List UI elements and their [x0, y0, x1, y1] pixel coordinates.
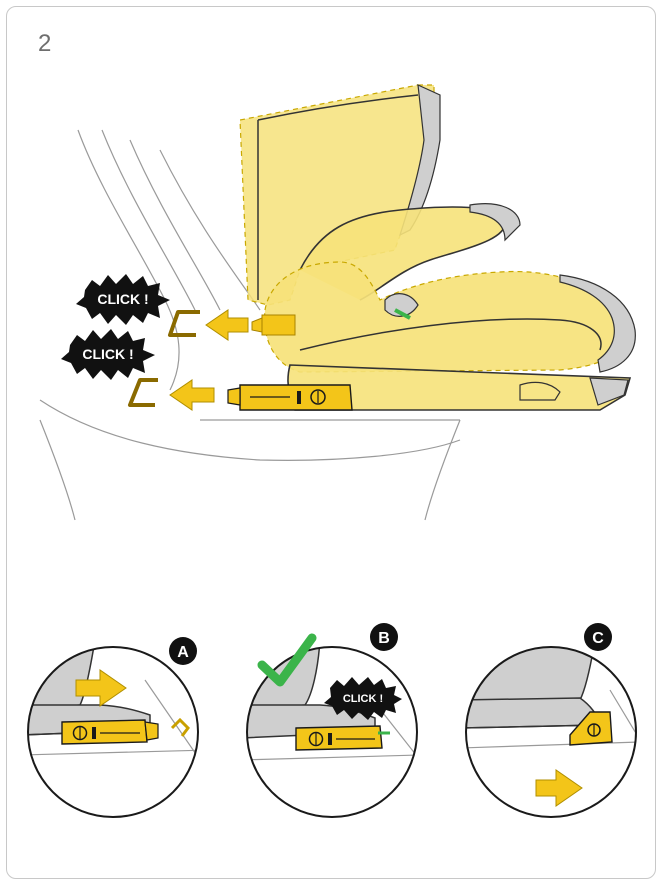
- arrow-left-icon: [169, 379, 215, 411]
- anchor-bar-icon: [168, 310, 200, 337]
- click-label: CLICK !: [343, 693, 383, 705]
- isofix-connector-lower: [227, 384, 353, 411]
- click-burst-icon: CLICK !: [61, 329, 155, 380]
- click-burst-icon: CLICK !: [76, 274, 170, 325]
- detail-circle-a: A: [27, 637, 199, 818]
- detail-letter: B: [378, 630, 390, 647]
- isofix-connector-icon: [295, 725, 383, 751]
- click-label: CLICK !: [97, 291, 148, 307]
- anchor-bar-icon: [170, 717, 190, 737]
- arrow-left-icon: [205, 309, 249, 341]
- arrow-right-icon: [535, 769, 583, 807]
- click-burst-icon: CLICK !: [324, 677, 402, 720]
- isofix-connector-icon: [61, 719, 159, 745]
- isofix-connector-upper: [251, 314, 296, 336]
- detail-letter: A: [177, 644, 189, 661]
- step-number: 2: [38, 30, 52, 57]
- anchor-bar-icon: [128, 378, 158, 407]
- detail-circle-c: C: [465, 623, 637, 818]
- arrow-right-icon: [75, 669, 127, 707]
- isofix-connector-icon: [569, 711, 613, 746]
- click-label: CLICK !: [82, 346, 133, 362]
- checkmark-icon: [257, 633, 317, 687]
- detail-circle-b: CLICK ! B: [246, 623, 418, 818]
- booster-seat: [239, 84, 636, 411]
- detail-letter: C: [592, 630, 604, 647]
